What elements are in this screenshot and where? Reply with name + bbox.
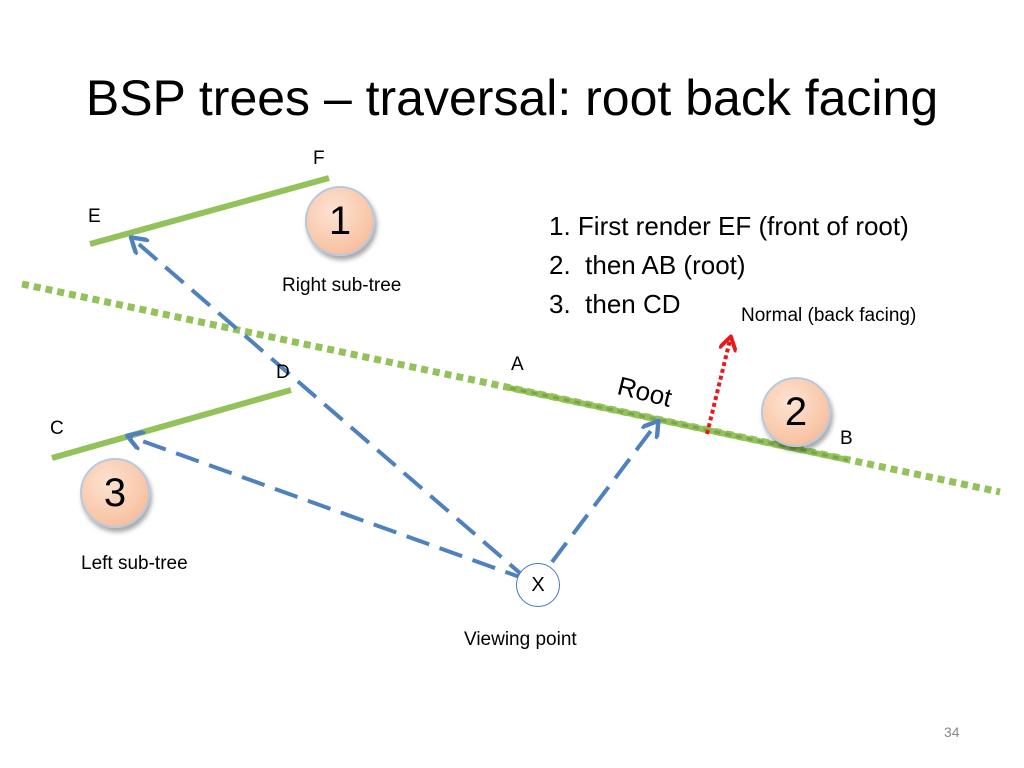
viewing-point-marker: X bbox=[516, 563, 560, 607]
ray-to-ab bbox=[550, 424, 656, 564]
segment-ab-dots bbox=[509, 386, 849, 462]
label-c: C bbox=[50, 418, 64, 439]
right-subtree-label: Right sub-tree bbox=[282, 275, 402, 296]
order-circle-1: 1 bbox=[305, 186, 375, 256]
slide-title: BSP trees – traversal: root back facing bbox=[85, 70, 939, 126]
segment-ef bbox=[89, 175, 330, 247]
normal-arrow bbox=[705, 340, 730, 435]
label-f: F bbox=[313, 148, 325, 169]
traversal-steps: 1. First render EF (front of root) 2. th… bbox=[549, 207, 909, 324]
order-circle-2: 2 bbox=[761, 377, 831, 447]
step-item: 1. First render EF (front of root) bbox=[549, 211, 909, 241]
page-number: 34 bbox=[944, 724, 960, 740]
normal-label: Normal (back facing) bbox=[741, 305, 917, 326]
ray-to-cd bbox=[131, 437, 529, 582]
segment-cd bbox=[51, 387, 292, 461]
viewing-point-label: Viewing point bbox=[464, 629, 577, 650]
left-subtree-label: Left sub-tree bbox=[81, 553, 188, 574]
order-circle-3: 3 bbox=[80, 458, 150, 528]
step-item: 3. then CD bbox=[549, 289, 681, 319]
step-item: 2. then AB (root) bbox=[549, 250, 746, 280]
label-d: D bbox=[276, 362, 290, 383]
label-e: E bbox=[88, 206, 101, 227]
label-a: A bbox=[511, 354, 524, 375]
ray-to-ef bbox=[134, 240, 530, 582]
label-b: B bbox=[840, 428, 853, 449]
